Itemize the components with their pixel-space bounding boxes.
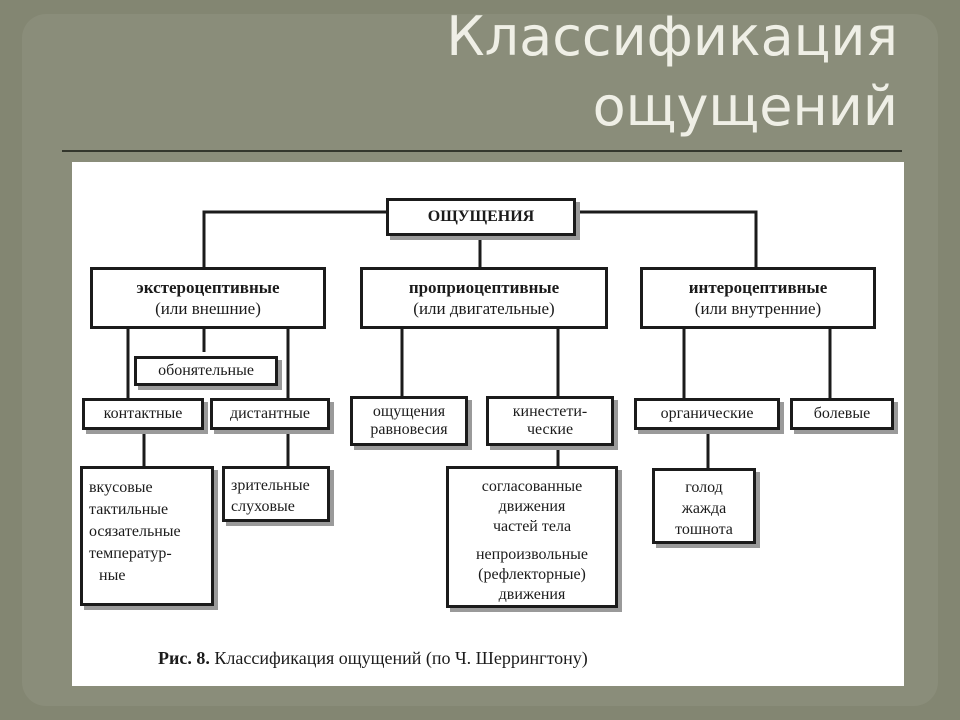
organic-item: тошнота [675, 521, 733, 538]
organic-list-node: голод жажда тошнота [652, 468, 756, 544]
caption-text: Классификация ощущений (по Ч. Шеррингтон… [214, 648, 588, 668]
slide-title-line-1: Классификация [446, 5, 898, 68]
root-label: ОЩУЩЕНИЯ [427, 208, 535, 225]
intero-name: интероцептивные [688, 278, 828, 297]
slide-title: Классификация ощущений [198, 2, 898, 142]
title-divider [62, 150, 902, 152]
intero-note: (или внутренние) [694, 299, 822, 318]
distant-list-node: зрительные слуховые [222, 466, 330, 522]
extero-node: экстероцептивные (или внешние) [90, 267, 326, 329]
contact-node: контактные [82, 398, 204, 430]
kinesthetic-node: кинестети- ческие [486, 396, 614, 446]
movements-line: согласованные [481, 478, 583, 495]
olfactory-node: обонятельные [134, 356, 278, 386]
balance-line: равновесия [370, 421, 448, 438]
movements-node: согласованные движения частей тела непро… [446, 466, 618, 608]
organic-item: голод [685, 479, 723, 496]
olfactory-label: обонятельные [158, 362, 254, 379]
distant-node: дистантные [210, 398, 330, 430]
movements-line: движения [498, 586, 566, 603]
root-node: ОЩУЩЕНИЯ [386, 198, 576, 236]
contact-label: контактные [103, 405, 183, 422]
edge-root-extero [202, 210, 386, 268]
kinesthetic-line: кинестети- [512, 403, 588, 420]
classification-figure: ОЩУЩЕНИЯ экстероцептивные (или внешние) … [72, 162, 904, 686]
balance-node: ощущения равновесия [350, 396, 468, 446]
figure-caption: Рис. 8. Классификация ощущений (по Ч. Ше… [158, 648, 858, 669]
caption-label: Рис. 8. [158, 648, 210, 668]
proprio-node: проприоцептивные (или двигательные) [360, 267, 608, 329]
movements-line: движения [498, 498, 566, 515]
contact-item: ные [99, 567, 126, 584]
connector-lines [126, 210, 832, 468]
proprio-name: проприоцептивные [408, 278, 560, 297]
pain-label: болевые [813, 405, 871, 422]
extero-name: экстероцептивные [136, 278, 280, 297]
movements-line: частей тела [492, 518, 572, 535]
balance-line: ощущения [372, 403, 446, 420]
contact-list-node: вкусовые тактильные осязательные темпера… [80, 466, 214, 606]
pain-node: болевые [790, 398, 894, 430]
proprio-note: (или двигательные) [413, 299, 555, 318]
organic-item: жажда [681, 500, 727, 517]
organic-node: органические [634, 398, 780, 430]
movements-line: (рефлекторные) [478, 566, 586, 583]
intero-node: интероцептивные (или внутренние) [640, 267, 876, 329]
slide-title-line-2: ощущений [592, 75, 898, 138]
contact-item: вкусовые [89, 479, 153, 496]
contact-item: осязательные [89, 523, 181, 540]
distant-label: дистантные [229, 405, 311, 422]
organic-label: органические [660, 405, 754, 422]
kinesthetic-line: ческие [526, 421, 574, 438]
edge-root-intero [576, 210, 758, 268]
distant-item: зрительные [231, 477, 310, 494]
movements-line: непроизвольные [475, 546, 589, 563]
contact-item: тактильные [89, 501, 169, 518]
extero-note: (или внешние) [155, 299, 261, 318]
distant-item: слуховые [231, 498, 295, 515]
contact-item: температур- [89, 545, 172, 562]
